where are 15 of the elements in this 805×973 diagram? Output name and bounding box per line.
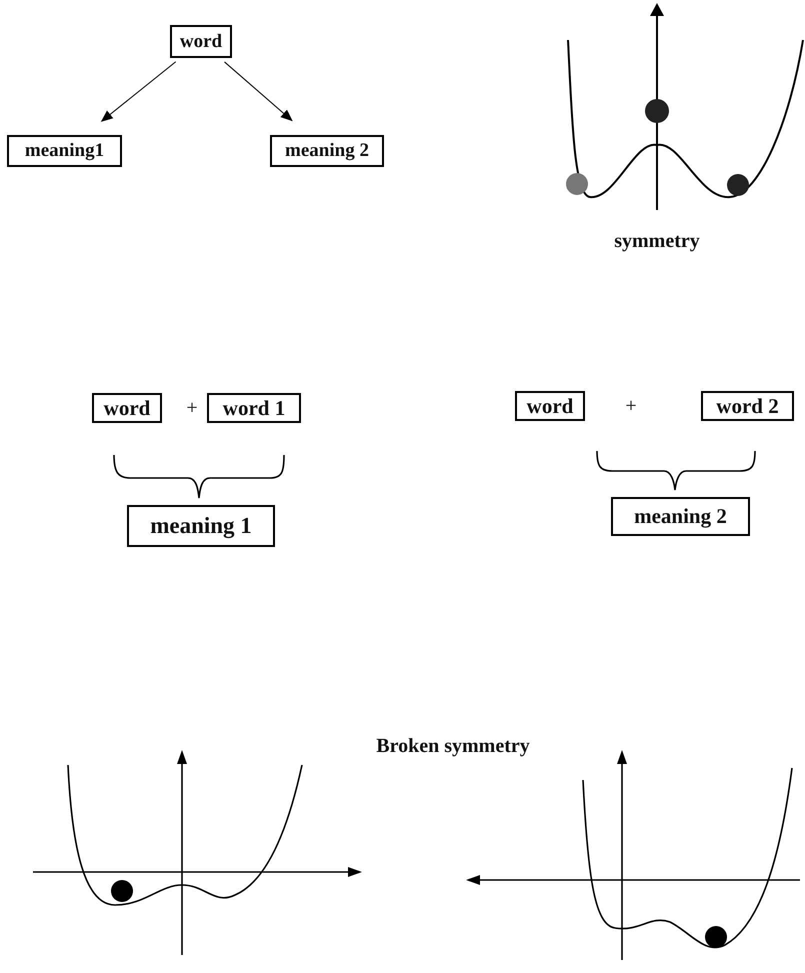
word-box: meaning 2	[611, 497, 750, 536]
word-box: word	[92, 393, 162, 423]
word-box: word	[515, 391, 585, 421]
word-box: meaning 1	[127, 505, 275, 547]
plus-sign: +	[186, 397, 198, 420]
word-box: meaning 2	[270, 135, 384, 167]
word-box: word 1	[207, 393, 301, 423]
plus-sign: +	[625, 395, 637, 418]
heading: Broken symmetry	[376, 735, 530, 758]
word-box: meaning1	[7, 135, 122, 167]
axis-caption: symmetry	[614, 230, 700, 253]
arrow	[224, 61, 293, 122]
word-box: word	[170, 25, 232, 58]
arrow	[100, 61, 176, 122]
word-box: word 2	[701, 391, 794, 421]
